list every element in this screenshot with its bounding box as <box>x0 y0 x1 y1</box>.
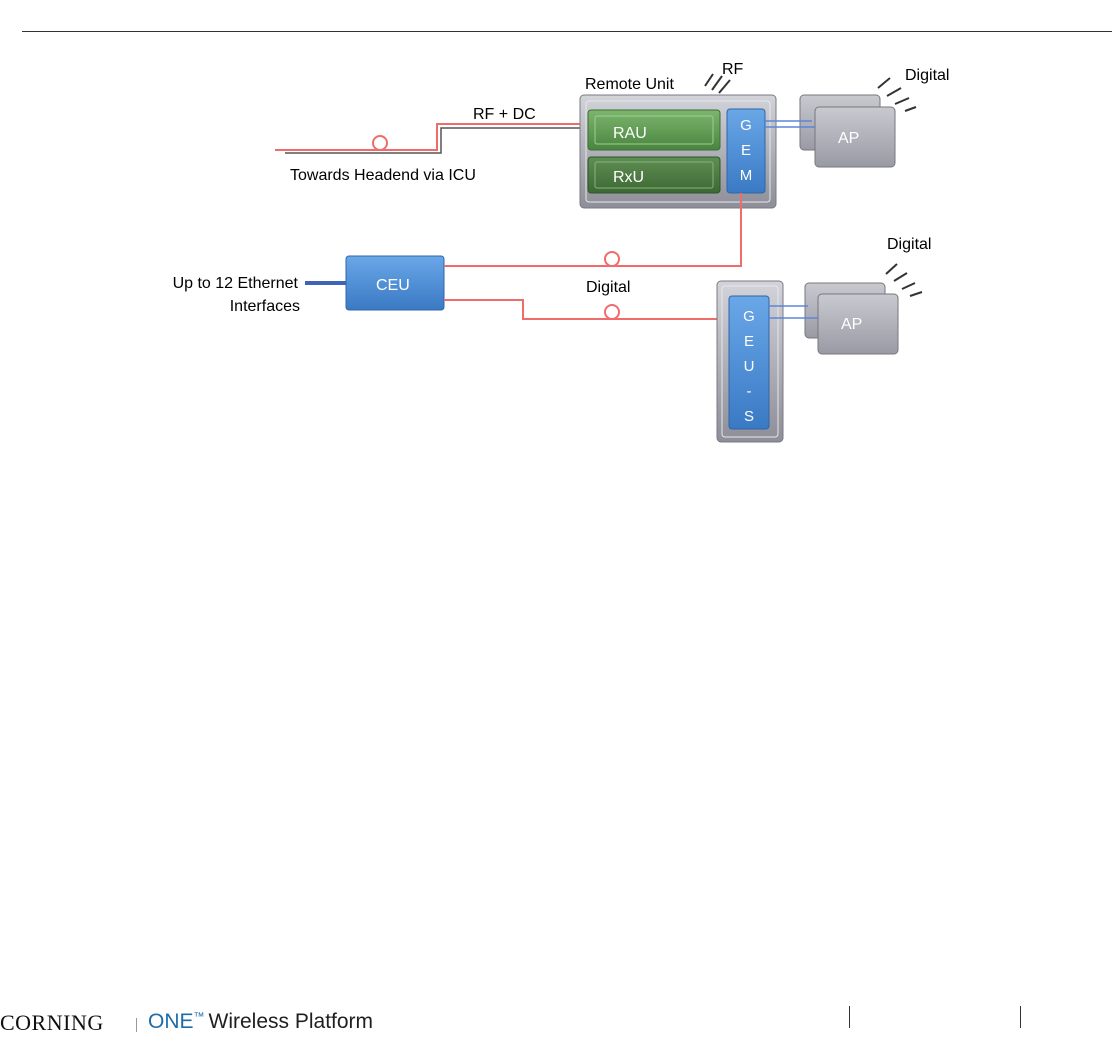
footer-separator <box>136 1018 137 1032</box>
fiber-loop-icon <box>605 252 619 266</box>
product-name: ONE™ Wireless Platform <box>148 1010 373 1034</box>
ethernet-label-line1: Up to 12 Ethernet <box>173 275 299 292</box>
ceu-label: CEU <box>376 277 410 294</box>
geu-s-letter: G <box>743 308 755 325</box>
rxu-label: RxU <box>613 169 644 186</box>
ap-top-label: AP <box>838 130 859 147</box>
footer-divider <box>849 1006 850 1028</box>
page-footer: CORNING ONE™ Wireless Platform <box>0 1006 1112 1046</box>
digital-mid-label: Digital <box>586 279 630 296</box>
rf-dc-line <box>275 124 590 153</box>
digital-top-label: Digital <box>905 67 949 84</box>
rf-label: RF <box>722 61 744 78</box>
fiber-loop-icon <box>373 136 387 150</box>
remote-unit: RAU RxU G E M <box>580 95 776 208</box>
product-rest: Wireless Platform <box>209 1010 374 1033</box>
ceu-geus-link <box>444 300 728 319</box>
rf-dc-label: RF + DC <box>473 106 536 123</box>
trademark-mark: ™ <box>194 1011 205 1023</box>
fiber-loop-icon <box>605 305 619 319</box>
corning-logo: CORNING <box>0 1010 104 1036</box>
gem-letter: G <box>740 117 752 134</box>
system-diagram: RF + DC Towards Headend via ICU RAU RxU … <box>0 0 1112 470</box>
gem-letter: E <box>741 142 751 159</box>
ap-bottom-label: AP <box>841 316 862 333</box>
geu-s-unit: G E U - S <box>717 281 783 442</box>
remote-unit-label: Remote Unit <box>585 76 674 93</box>
rau-label: RAU <box>613 125 647 142</box>
ap-top: AP <box>800 95 895 167</box>
digital-right-label: Digital <box>887 236 931 253</box>
geu-s-letter: U <box>744 358 755 375</box>
digital-signal-icon <box>886 264 922 296</box>
towards-headend-label: Towards Headend via ICU <box>290 167 476 184</box>
geu-s-letter: S <box>744 408 754 425</box>
gem-letter: M <box>740 167 753 184</box>
ethernet-label-line2: Interfaces <box>230 298 300 315</box>
geu-s-letter: E <box>744 333 754 350</box>
product-one: ONE <box>148 1010 194 1033</box>
geu-s-letter: - <box>747 383 752 400</box>
footer-divider <box>1020 1006 1021 1028</box>
ap-bottom: AP <box>805 283 898 354</box>
